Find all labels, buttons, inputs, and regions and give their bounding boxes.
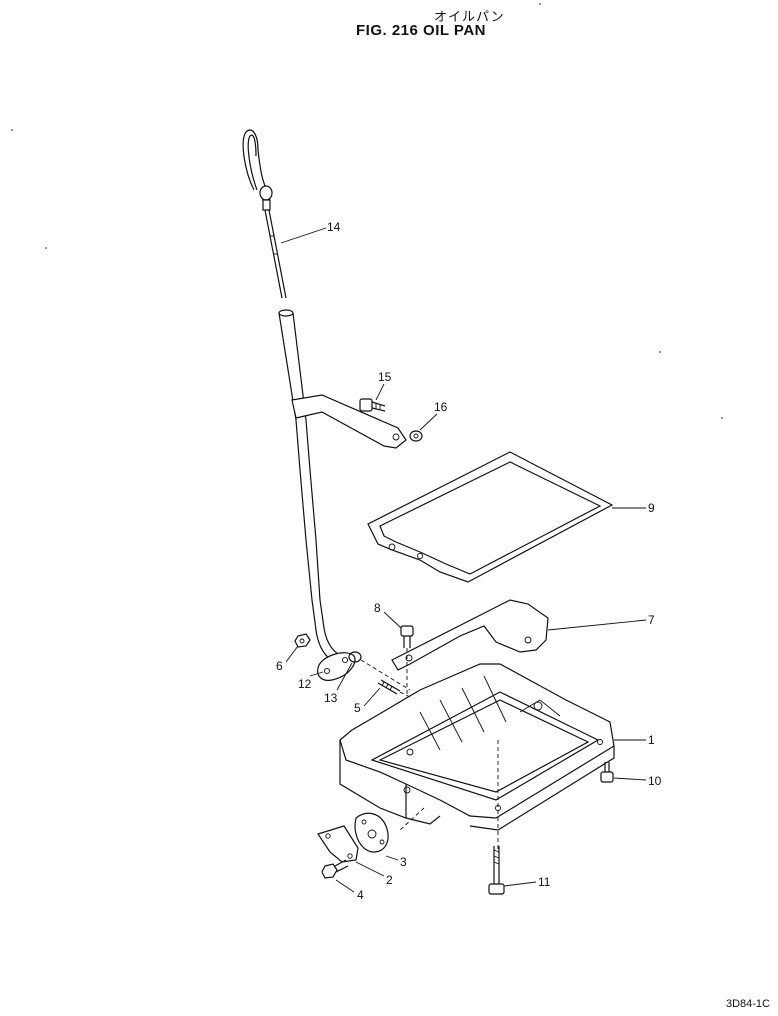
callout-13: 13	[324, 691, 338, 705]
callout-9: 9	[648, 501, 655, 515]
part-o-ring-13	[348, 651, 411, 691]
scan-specks	[11, 3, 723, 419]
figure-title-japanese: オイルパン	[434, 10, 505, 25]
callout-16: 16	[434, 400, 448, 414]
drawing-code: 3D84-1C	[725, 998, 770, 1010]
callout-11: 11	[538, 875, 551, 889]
callout-3: 3	[400, 855, 407, 869]
part-bolt-11	[488, 846, 505, 895]
leader-lines	[280, 227, 647, 893]
figure-title: FIG. 216 OIL PAN	[356, 22, 486, 39]
callout-12: 12	[298, 677, 312, 691]
part-washer-16	[409, 430, 423, 442]
callout-10: 10	[648, 774, 662, 788]
part-plate-7	[391, 599, 549, 671]
callout-7: 7	[648, 613, 655, 627]
callout-1: 1	[648, 733, 655, 747]
callout-15: 15	[378, 370, 392, 384]
part-bolt-10	[600, 762, 614, 783]
callout-4: 4	[357, 888, 364, 902]
part-oil-pan-gasket	[367, 451, 614, 583]
part-bolt-4	[321, 859, 349, 879]
callout-8: 8	[374, 601, 381, 615]
callout-6: 6	[276, 659, 283, 673]
part-cover-2	[317, 825, 359, 863]
part-nut-6	[294, 633, 311, 648]
part-dipstick-gauge	[242, 129, 287, 299]
callout-14: 14	[327, 220, 341, 234]
callout-5: 5	[354, 701, 361, 715]
part-gasket-3	[354, 812, 389, 853]
callout-labels: 14 15 16 9 7 8 6 12 13 5 1 10 3 2 4 11	[276, 220, 662, 902]
part-oil-pan	[339, 663, 615, 850]
callout-2: 2	[386, 873, 393, 887]
part-bolt-15	[359, 398, 386, 412]
part-dipstick-guide-tube	[278, 309, 407, 681]
